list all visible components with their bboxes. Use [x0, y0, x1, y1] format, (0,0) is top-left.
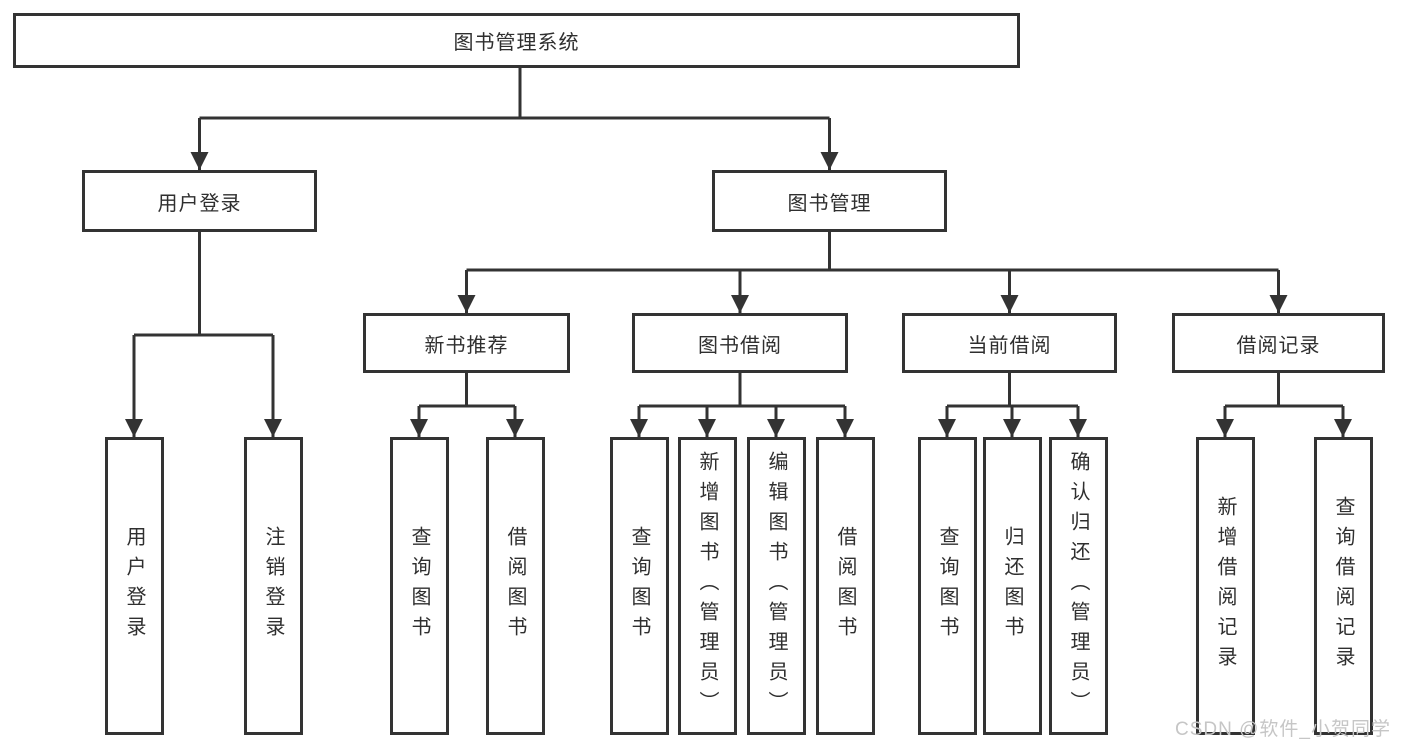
node-label: 当前借阅	[967, 334, 1052, 357]
node-leaf-user-login: 用户登录	[104, 437, 164, 735]
node-label: 查询借阅记录	[1332, 496, 1354, 676]
csdn-watermark: CSDN @软件_小贺同学	[1175, 719, 1391, 740]
node-leaf-add-borrow-record: 新增借阅记录	[1195, 437, 1255, 735]
node-book-management: 图书管理	[712, 170, 947, 232]
node-borrowing-records: 借阅记录	[1172, 313, 1385, 373]
node-leaf-query-books-current: 查询图书	[917, 437, 977, 735]
node-label: 图书借阅	[698, 334, 782, 357]
node-label: 确认归还（管理员）	[1067, 451, 1089, 721]
node-label: 注销登录	[262, 526, 284, 646]
node-leaf-logout: 注销登录	[243, 437, 303, 735]
node-library-management-system: 图书管理系统	[13, 13, 1020, 68]
node-current-borrowing: 当前借阅	[902, 313, 1117, 373]
node-label: 查询图书	[628, 526, 650, 646]
node-label: 借阅记录	[1236, 334, 1321, 357]
node-label: 图书管理系统	[453, 32, 580, 54]
node-label: 用户登录	[123, 526, 145, 646]
node-leaf-borrow-books: 借阅图书	[815, 437, 875, 735]
node-leaf-confirm-return-admin: 确认归还（管理员）	[1048, 437, 1108, 735]
node-label: 查询图书	[936, 526, 958, 646]
node-label: 新增借阅记录	[1214, 496, 1236, 676]
node-leaf-return-books: 归还图书	[982, 437, 1042, 735]
node-new-book-recommendation: 新书推荐	[363, 313, 570, 373]
node-label: 新书推荐	[424, 334, 509, 357]
node-leaf-query-books-borrowing: 查询图书	[609, 437, 669, 735]
node-label: 图书管理	[787, 192, 872, 215]
node-book-borrowing: 图书借阅	[632, 313, 848, 373]
node-label: 借阅图书	[504, 526, 526, 646]
node-label: 借阅图书	[834, 526, 856, 646]
node-label: 编辑图书（管理员）	[765, 451, 787, 721]
node-leaf-add-books-admin: 新增图书（管理员）	[677, 437, 737, 735]
node-label: 归还图书	[1001, 526, 1023, 646]
node-label: 查询图书	[408, 526, 430, 646]
node-leaf-query-borrow-record: 查询借阅记录	[1313, 437, 1373, 735]
node-leaf-query-books-recommend: 查询图书	[389, 437, 449, 735]
node-leaf-edit-books-admin: 编辑图书（管理员）	[746, 437, 806, 735]
node-label: 新增图书（管理员）	[696, 451, 718, 721]
node-leaf-borrow-books-recommend: 借阅图书	[485, 437, 545, 735]
connector-elbows	[134, 68, 1343, 408]
node-user-login: 用户登录	[82, 170, 317, 232]
node-label: 用户登录	[157, 192, 242, 215]
